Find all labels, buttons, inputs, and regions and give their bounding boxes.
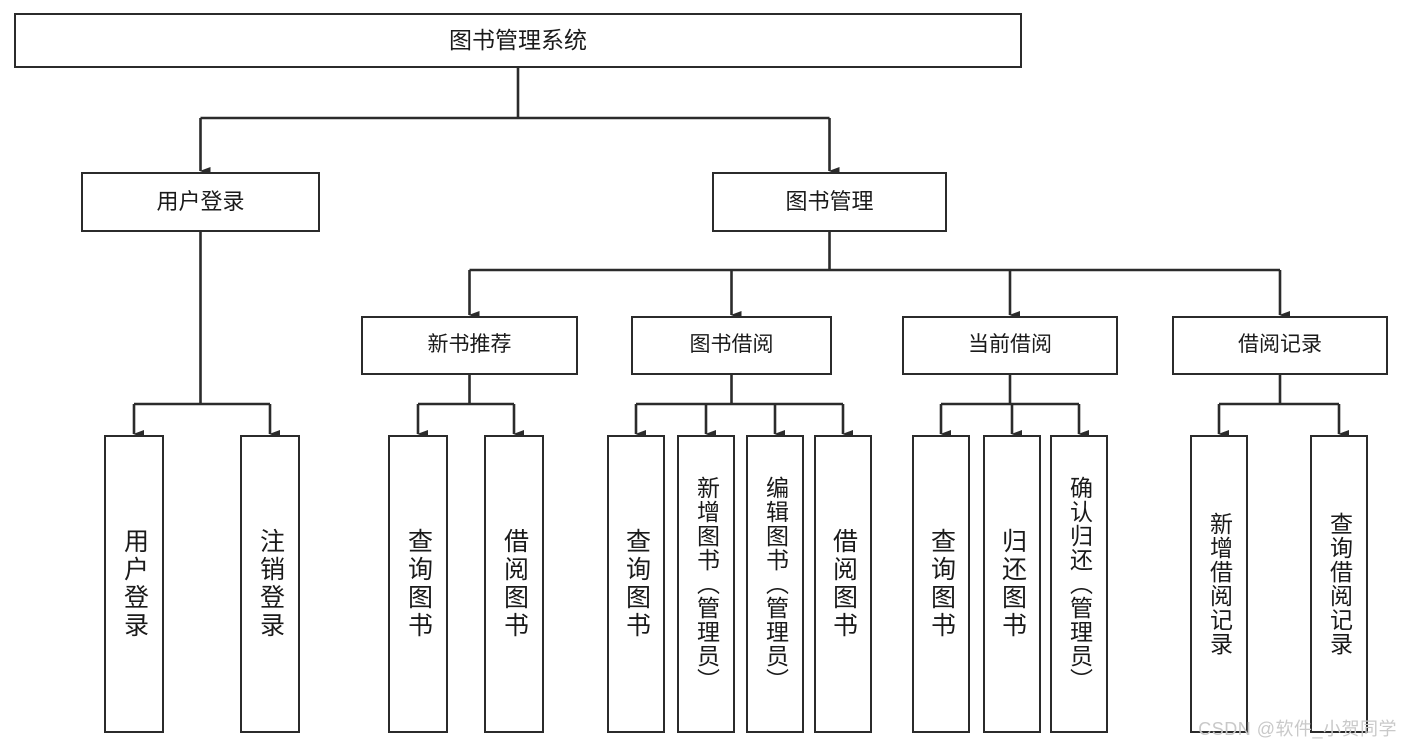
node-leaf-return-book[interactable]: 归还图书: [983, 435, 1041, 733]
node-leaf-query-book-2[interactable]: 查询图书: [607, 435, 665, 733]
node-label: 当前借阅: [968, 333, 1052, 357]
node-label: 注销登录: [256, 528, 285, 640]
node-leaf-add-book-admin[interactable]: 新增图书（管理员）: [677, 435, 735, 733]
node-label: 图书管理系统: [449, 26, 587, 53]
node-leaf-borrow-book-2[interactable]: 借阅图书: [814, 435, 872, 733]
node-book-manage[interactable]: 图书管理: [712, 172, 947, 232]
node-leaf-query-borrow-record[interactable]: 查询借阅记录: [1310, 435, 1368, 733]
node-leaf-add-borrow-record[interactable]: 新增借阅记录: [1190, 435, 1248, 733]
node-leaf-logout-login[interactable]: 注销登录: [240, 435, 300, 733]
node-label: 用户登录: [156, 189, 245, 215]
node-label: 借阅记录: [1238, 333, 1322, 357]
node-label: 用户登录: [120, 528, 149, 640]
node-label: 查询图书: [927, 528, 956, 640]
node-label: 图书借阅: [689, 333, 774, 357]
node-leaf-borrow-book-1[interactable]: 借阅图书: [484, 435, 544, 733]
node-leaf-confirm-return-admin[interactable]: 确认归还（管理员）: [1050, 435, 1108, 733]
node-label: 查询图书: [622, 528, 651, 640]
node-root[interactable]: 图书管理系统: [14, 13, 1022, 68]
node-label: 查询图书: [404, 528, 433, 640]
node-label: 归还图书: [998, 528, 1027, 640]
node-current-borrow[interactable]: 当前借阅: [902, 316, 1118, 375]
node-leaf-user-login[interactable]: 用户登录: [104, 435, 164, 733]
node-user-login[interactable]: 用户登录: [81, 172, 320, 232]
node-label: 新增图书（管理员）: [693, 476, 720, 692]
node-label: 新书推荐: [427, 333, 512, 357]
node-label: 编辑图书（管理员）: [762, 476, 789, 692]
node-label: 确认归还（管理员）: [1066, 476, 1093, 692]
node-label: 图书管理: [785, 189, 874, 215]
node-leaf-query-book-3[interactable]: 查询图书: [912, 435, 970, 733]
node-book-borrow[interactable]: 图书借阅: [631, 316, 832, 375]
node-leaf-query-book-1[interactable]: 查询图书: [388, 435, 448, 733]
node-label: 新增借阅记录: [1206, 512, 1233, 656]
node-label: 借阅图书: [829, 528, 858, 640]
node-new-book-recommend[interactable]: 新书推荐: [361, 316, 578, 375]
node-label: 查询借阅记录: [1326, 512, 1353, 656]
node-leaf-edit-book-admin[interactable]: 编辑图书（管理员）: [746, 435, 804, 733]
node-label: 借阅图书: [500, 528, 529, 640]
node-borrow-record[interactable]: 借阅记录: [1172, 316, 1388, 375]
watermark: CSDN @软件_小贺同学: [1198, 719, 1397, 739]
